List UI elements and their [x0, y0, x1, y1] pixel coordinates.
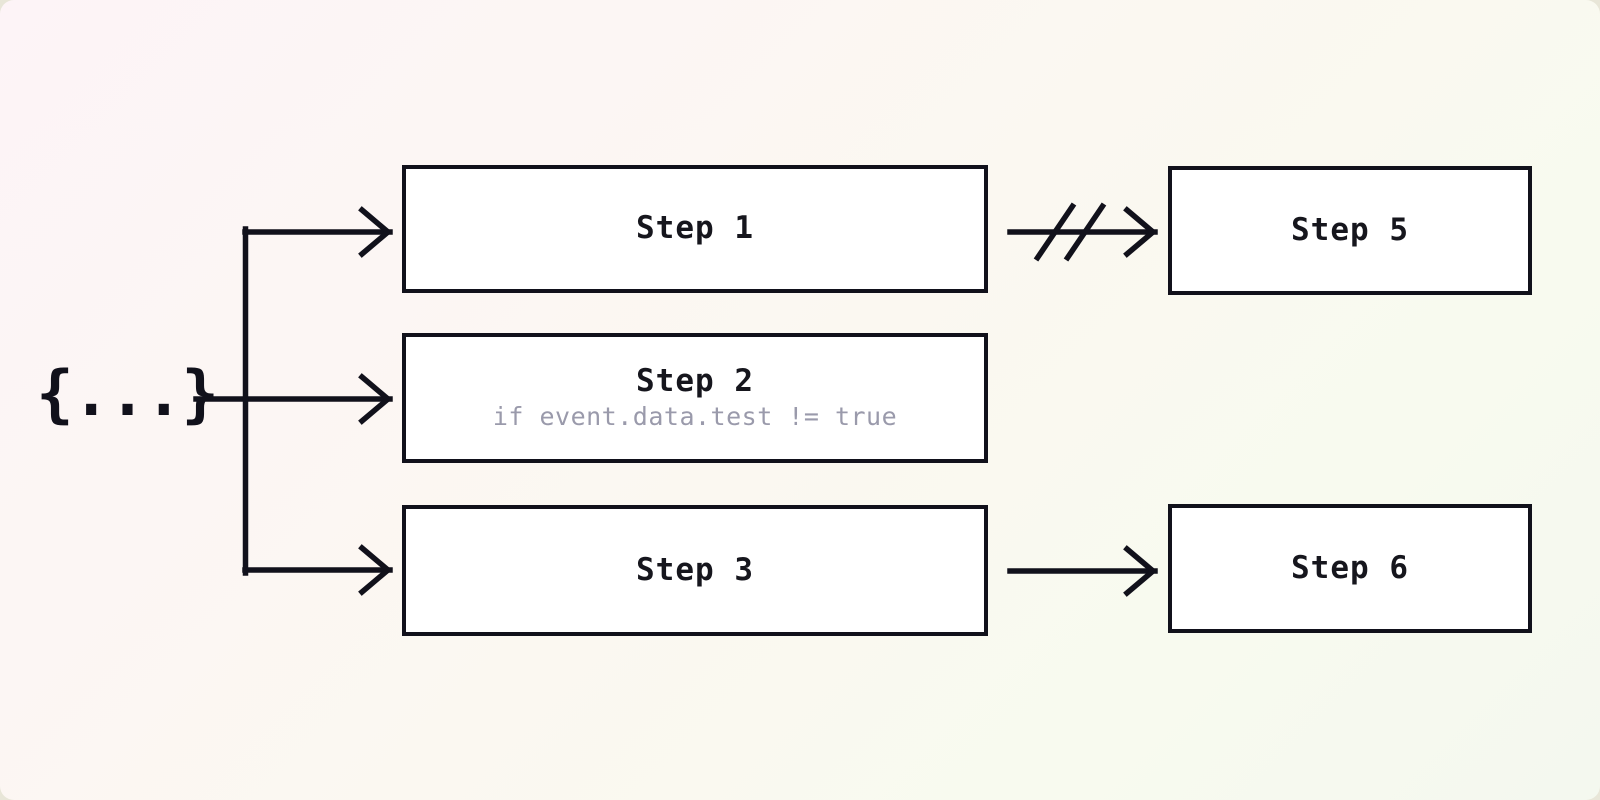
connector-source-to-step-3 — [242, 544, 393, 596]
step-box-step-6[interactable]: Step 6 — [1168, 504, 1532, 633]
arrowhead-icon — [1123, 545, 1158, 597]
step-subtitle: if event.data.test != true — [492, 402, 898, 432]
connector-step-1-to-step-5 — [1007, 202, 1158, 262]
skip-slash-icon — [1033, 202, 1077, 262]
arrowhead-icon — [358, 544, 393, 596]
step-box-step-3[interactable]: Step 3 — [402, 505, 988, 636]
connector-source-to-step-1 — [242, 206, 393, 258]
step-title: Step 6 — [1291, 549, 1409, 586]
arrowhead-icon — [358, 206, 393, 258]
event-payload-source[interactable]: {...} — [36, 357, 219, 430]
step-title: Step 1 — [636, 210, 754, 247]
step-title: Step 5 — [1291, 211, 1409, 248]
connector-source-to-step-2 — [193, 373, 393, 425]
arrowhead-icon — [1123, 206, 1158, 258]
step-box-step-5[interactable]: Step 5 — [1168, 166, 1532, 295]
connector-step-3-to-step-6 — [1007, 545, 1158, 597]
step-title: Step 2 — [636, 362, 754, 399]
step-title: Step 3 — [636, 551, 754, 588]
skip-slash-icon — [1063, 202, 1107, 262]
arrowhead-icon — [358, 373, 393, 425]
step-box-step-2[interactable]: Step 2 if event.data.test != true — [402, 333, 988, 463]
step-box-step-1[interactable]: Step 1 — [402, 165, 988, 293]
